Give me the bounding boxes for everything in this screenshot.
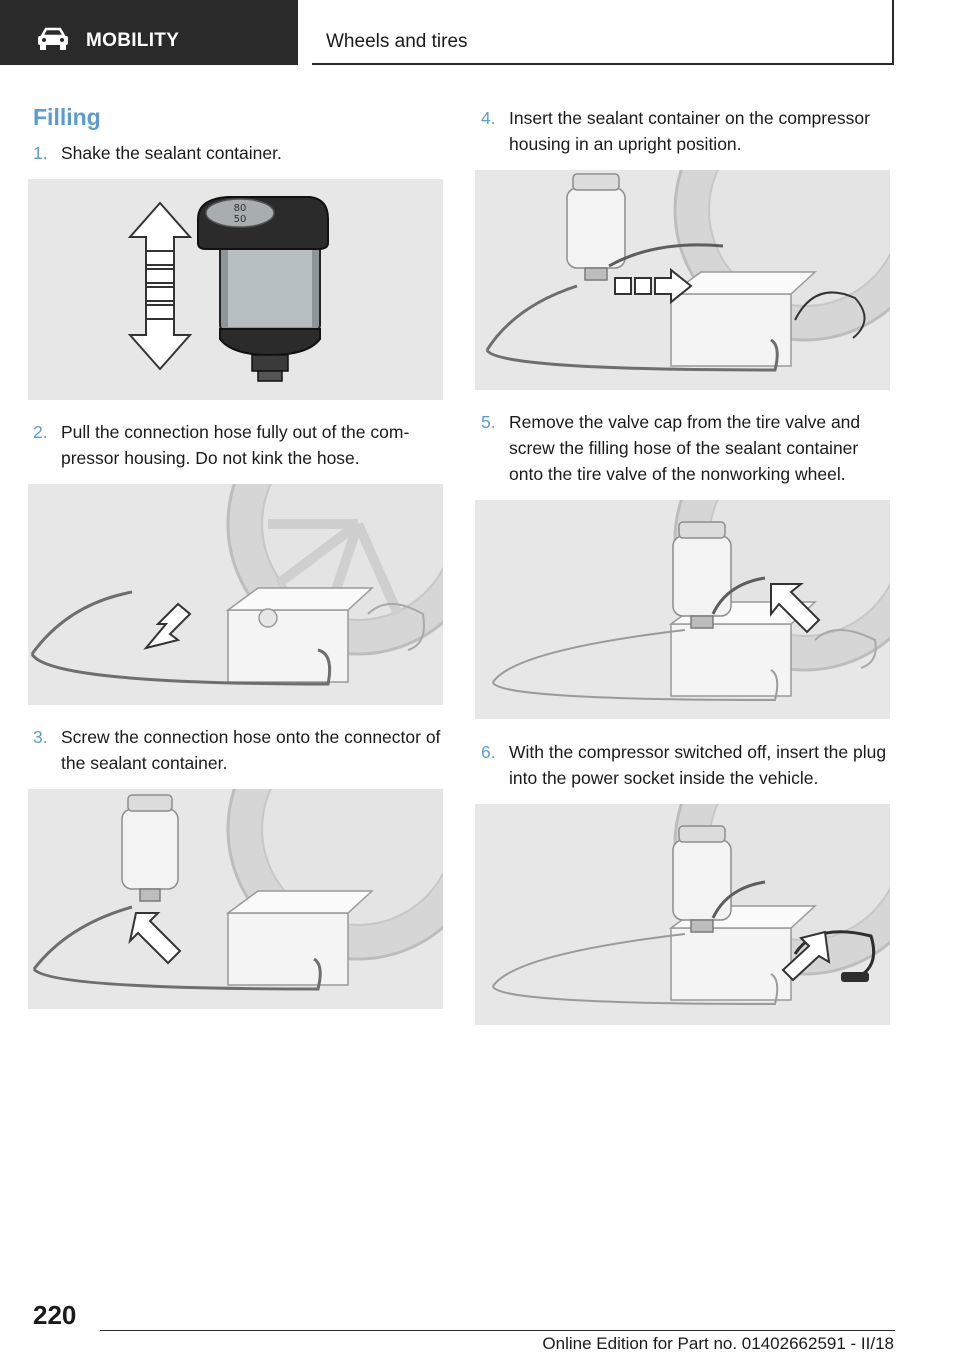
step-text: With the compressor switched off, insert… [509,742,887,788]
figure-screw-hose [28,789,443,1009]
step-number: 4. [481,108,496,128]
step-2: 2. Pull the connection hose fully out of… [33,419,443,471]
step-number: 3. [33,727,48,747]
footer-divider [100,1330,895,1331]
edition-info: Online Edition for Part no. 01402662591 … [542,1334,894,1353]
step-number: 5. [481,412,496,432]
step-number: 6. [481,742,496,762]
figure-plug-power [475,804,890,1025]
page-number: 220 [33,1300,77,1330]
chapter-title: Wheels and tires [326,31,468,52]
section-title: Filling [33,104,101,130]
figure-connect-valve [475,500,890,719]
step-number: 1. [33,143,48,163]
section-label: MOBILITY [86,30,180,51]
chapter-header: Wheels and tires [312,0,894,65]
step-1: 1. Shake the sealant container. [33,140,443,166]
step-5: 5. Remove the valve cap from the tire va… [481,409,891,487]
step-number: 2. [33,422,48,442]
step-text: Shake the sealant container. [61,143,282,163]
step-text: Pull the connection hose fully out of th… [61,422,410,468]
step-text: Insert the sealant container on the comp… [509,108,870,154]
step-4: 4. Insert the sealant container on the c… [481,105,891,157]
section-tab: MOBILITY [0,0,298,65]
car-icon [38,27,68,50]
step-text: Screw the connection hose onto the conne… [61,727,441,773]
step-text: Remove the valve cap from the tire valve… [509,412,861,484]
gauge-value-top: 80 [234,203,247,214]
gauge-value-bottom: 50 [234,214,247,225]
figure-pull-hose [28,484,443,705]
figure-insert-container [475,170,890,390]
figure-shake-container: 80 50 [28,179,443,400]
step-3: 3. Screw the connection hose onto the co… [33,724,443,776]
step-6: 6. With the compressor switched off, ins… [481,739,891,791]
